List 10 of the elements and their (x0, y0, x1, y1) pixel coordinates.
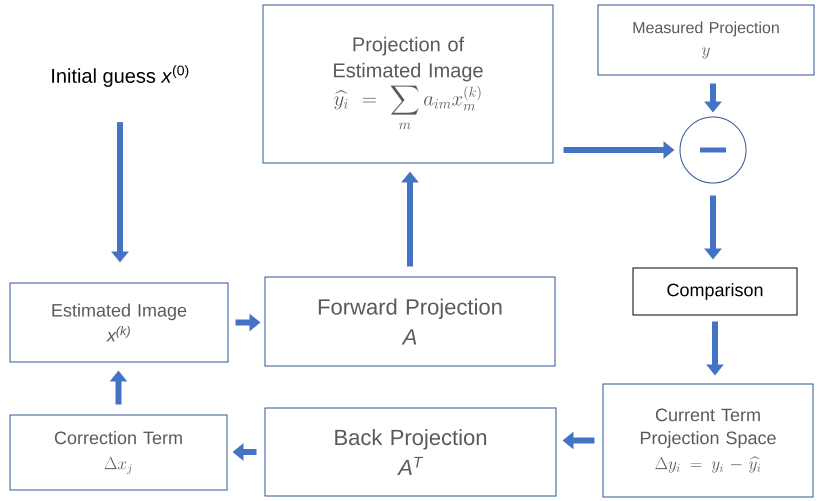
process-box: Comparison (632, 268, 798, 316)
subtract-circle (680, 116, 746, 184)
process-box: Measured Projection $y$ (598, 4, 814, 76)
process-box: Current Term Projection Space $\Delta y_i = y_i - \widehat{y_i}$ (602, 384, 814, 498)
process-box: Projection of Estimated Image $\widehat{y_i} = \sum_m a_{im} x_m^{(k)}$ (262, 4, 554, 164)
process-box: Back Projection A$^{T}$ (264, 408, 556, 496)
process-box: Estimated Image x$^{(k)}$ (10, 282, 228, 362)
process-box: Forward Projection A (264, 276, 556, 366)
process-box: Correction Term $\Delta x_j$ (10, 414, 228, 490)
start-label: Initial guess x$^{(0)}$ (52, 65, 188, 87)
